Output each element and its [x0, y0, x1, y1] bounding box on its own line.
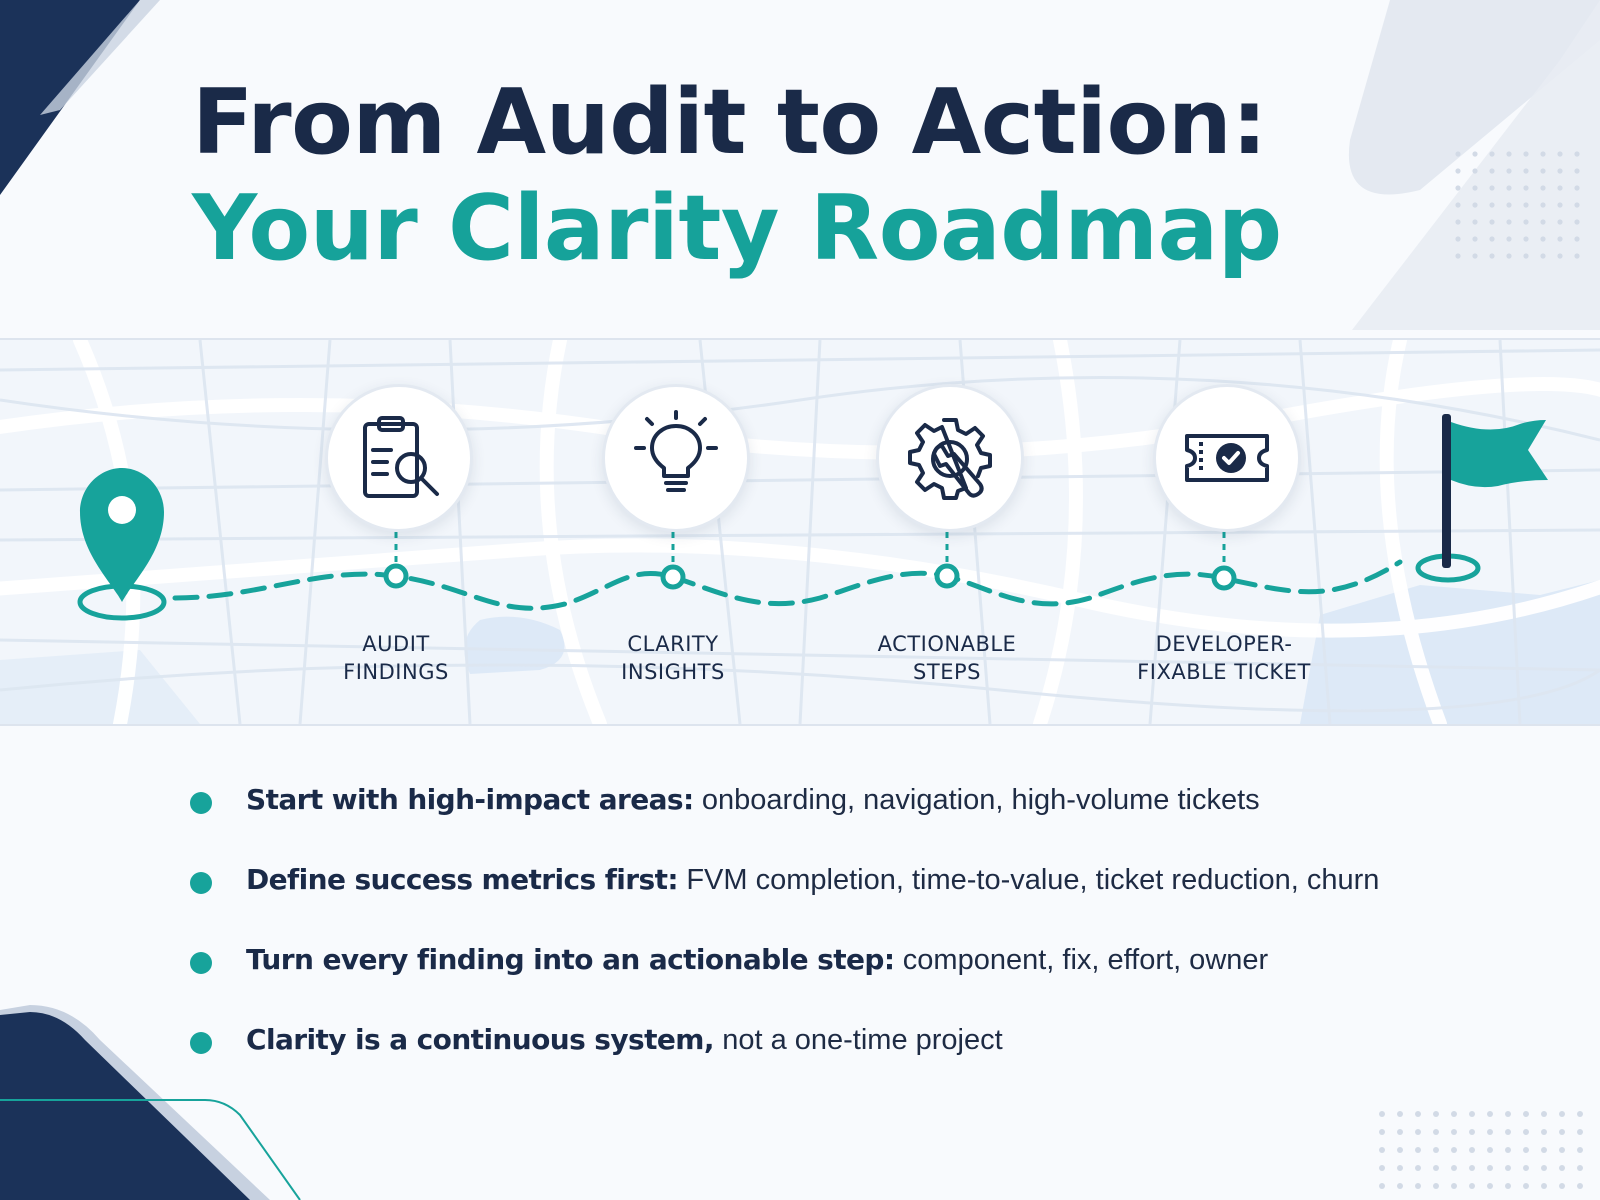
list-item: Define success metrics first: FVM comple…: [190, 842, 1510, 922]
title-line-1: From Audit to Action:: [192, 70, 1267, 175]
corner-accent-top-left: [40, 0, 160, 115]
map-background: [0, 340, 1600, 724]
bullet-strong: Define success metrics first:: [246, 863, 679, 896]
clipboard-search-icon: [363, 416, 439, 498]
bullet-text: Start with high-impact areas: onboarding…: [246, 780, 1260, 820]
title-line-2: Your Clarity Roadmap: [192, 176, 1282, 281]
bullet-rest: component, fix, effort, owner: [902, 944, 1269, 976]
bullet-rest: onboarding, navigation, high-volume tick…: [701, 784, 1260, 816]
key-points-list: Start with high-impact areas: onboarding…: [190, 762, 1510, 1082]
bullet-dot: [190, 952, 212, 974]
bullet-strong: Clarity is a continuous system,: [246, 1023, 714, 1056]
step-circle-actionable: [876, 384, 1024, 532]
corner-shape-bottom-left: [0, 1012, 250, 1200]
route-node-2: [660, 564, 686, 590]
bullet-text: Clarity is a continuous system, not a on…: [246, 1020, 1003, 1060]
step-label-line: CLARITY: [627, 632, 719, 656]
step-circle-clarity: [602, 384, 750, 532]
bullet-text: Define success metrics first: FVM comple…: [246, 860, 1379, 900]
lightbulb-icon: [634, 410, 718, 492]
bullet-dot: [190, 1032, 212, 1054]
route-node-1: [383, 563, 409, 589]
step-label-clarity: CLARITY INSIGHTS: [553, 630, 793, 686]
bullet-text: Turn every finding into an actionable st…: [246, 940, 1268, 980]
step-label-actionable: ACTIONABLE STEPS: [827, 630, 1067, 686]
flag-icon: [1415, 414, 1548, 583]
step-label-line: ACTIONABLE: [877, 632, 1017, 656]
bullet-rest: FVM completion, time-to-value, ticket re…: [686, 864, 1380, 896]
step-label-line: INSIGHTS: [621, 660, 725, 684]
step-label-line: DEVELOPER-: [1155, 632, 1293, 656]
step-label-audit: AUDIT FINDINGS: [276, 630, 516, 686]
step-label-ticket: DEVELOPER- FIXABLE TICKET: [1104, 630, 1344, 686]
list-item: Start with high-impact areas: onboarding…: [190, 762, 1510, 842]
list-item: Turn every finding into an actionable st…: [190, 922, 1510, 1002]
dot-grid-bottom-right: [1379, 1111, 1583, 1189]
bullet-dot: [190, 792, 212, 814]
step-label-line: AUDIT: [362, 632, 430, 656]
step-label-line: FINDINGS: [343, 660, 449, 684]
bullet-strong: Start with high-impact areas:: [246, 783, 694, 816]
step-circle-ticket: [1153, 384, 1301, 532]
bullet-rest: not a one-time project: [722, 1024, 1003, 1056]
step-circle-audit: [325, 384, 473, 532]
route-node-3: [934, 563, 960, 589]
roadmap-route: [77, 414, 1548, 621]
roadmap-band: AUDIT FINDINGS CLARITY INSIGHTS ACTIONAB…: [0, 338, 1600, 726]
route-node-4: [1211, 565, 1237, 591]
corner-shape-top-right: [1348, 0, 1600, 195]
step-label-line: STEPS: [913, 660, 981, 684]
list-item: Clarity is a continuous system, not a on…: [190, 1002, 1510, 1082]
bullet-dot: [190, 872, 212, 894]
dot-grid-top-right: [1455, 151, 1580, 259]
corner-line-bottom-left: [0, 1099, 301, 1200]
map-pin-icon: [77, 468, 167, 621]
ticket-check-icon: [1185, 434, 1269, 482]
corner-shape-top-right-2: [1352, 0, 1600, 330]
bullet-strong: Turn every finding into an actionable st…: [246, 943, 895, 976]
title-block: From Audit to Action: Your Clarity Roadm…: [192, 70, 1342, 282]
step-label-line: FIXABLE TICKET: [1137, 660, 1311, 684]
dashed-route-line: [172, 559, 1403, 611]
gear-wrench-icon: [908, 418, 992, 500]
